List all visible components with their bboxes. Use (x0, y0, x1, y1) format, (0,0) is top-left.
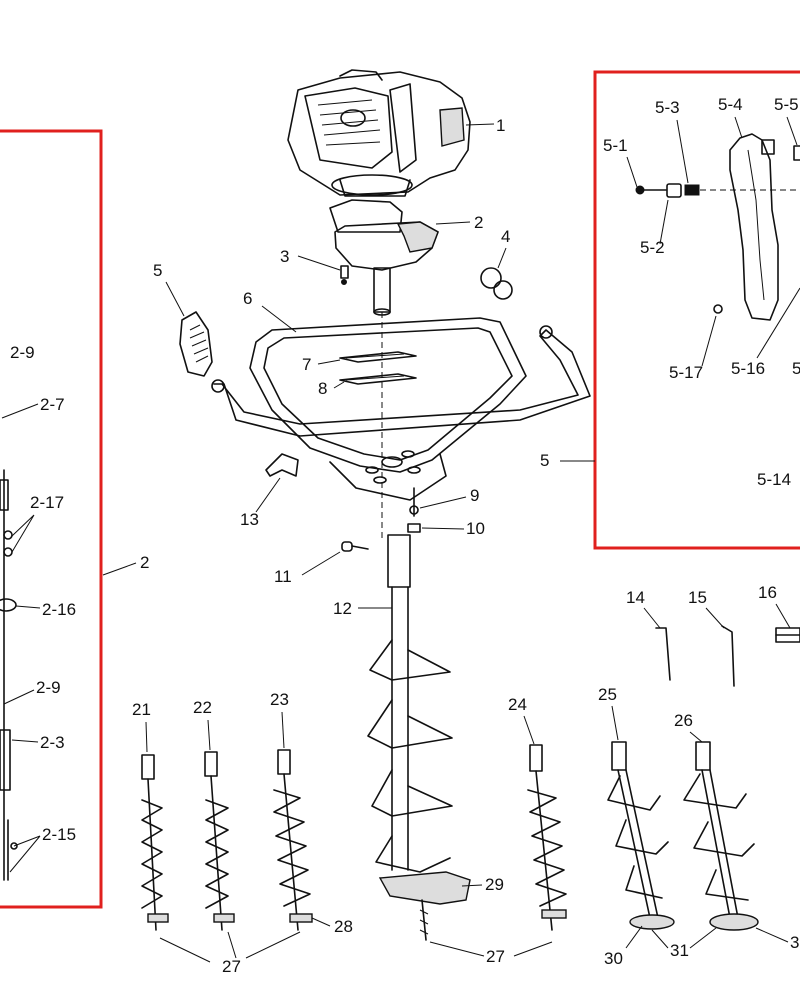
label-4: 4 (501, 227, 510, 246)
label-2-9-upper: 2-9 (10, 343, 35, 362)
label-2-7: 2-7 (40, 395, 65, 414)
engine-assembly (287, 69, 471, 197)
label-5: 5 (153, 261, 162, 280)
auger-12 (367, 534, 471, 941)
handle-grip-5 (179, 311, 213, 377)
label-24: 24 (508, 695, 527, 714)
handle-frame-6 (211, 312, 591, 540)
label-6: 6 (243, 289, 252, 308)
auger-25 (607, 741, 675, 930)
callout-box-2 (0, 129, 103, 909)
label-12: 12 (333, 599, 352, 618)
pin-15 (721, 625, 735, 687)
label-5-17: 5-17 (669, 363, 703, 382)
label-2-9-lower: 2-9 (36, 678, 61, 697)
label-31: 31 (670, 941, 689, 960)
label-26: 26 (674, 711, 693, 730)
label-5-partial: 5 (792, 359, 800, 378)
label-10: 10 (466, 519, 485, 538)
gearbox (329, 199, 439, 316)
label-11: 11 (274, 567, 292, 586)
label-28: 28 (334, 917, 353, 936)
label-21: 21 (132, 700, 151, 719)
label-2: 2 (474, 213, 483, 232)
label-1: 1 (496, 116, 505, 135)
label-27-center: 27 (486, 947, 505, 966)
drill-bit-22 (204, 751, 235, 931)
label-27-left: 27 (222, 957, 241, 976)
drill-bit-24 (527, 744, 567, 931)
label-2-16: 2-16 (42, 600, 76, 619)
screw-3 (340, 265, 349, 285)
label-23: 23 (270, 690, 289, 709)
label-7: 7 (302, 355, 311, 374)
subassembly-2-parts (0, 469, 18, 881)
label-16: 16 (758, 583, 777, 602)
label-31-partial: 3 (790, 933, 799, 952)
drill-bit-21 (141, 754, 169, 931)
label-2-15: 2-15 (42, 825, 76, 844)
label-29: 29 (485, 875, 504, 894)
label-9: 9 (470, 486, 479, 505)
label-box-5: 5 (540, 451, 549, 470)
pin-14 (655, 627, 671, 681)
label-5-4: 5-4 (718, 95, 743, 114)
callout-box-5 (593, 70, 800, 550)
label-2-3: 2-3 (40, 733, 65, 752)
label-3: 3 (280, 247, 289, 266)
drill-bit-23 (273, 749, 313, 931)
label-30: 30 (604, 949, 623, 968)
auger-26 (683, 741, 759, 931)
label-25: 25 (598, 685, 617, 704)
label-5-1: 5-1 (603, 136, 628, 155)
label-5-2: 5-2 (640, 238, 665, 257)
label-2-17: 2-17 (30, 493, 64, 512)
handle-grip-exploded (626, 116, 800, 367)
label-5-14: 5-14 (757, 470, 791, 489)
label-8: 8 (318, 379, 327, 398)
bolt-11 (341, 541, 369, 552)
clip-13 (265, 453, 299, 477)
nut-10 (407, 487, 421, 533)
fuel-cap-4 (480, 267, 513, 300)
label-5-3: 5-3 (655, 98, 680, 117)
label-5-16: 5-16 (731, 359, 765, 378)
plate-8 (339, 373, 417, 385)
label-13: 13 (240, 510, 259, 529)
label-5-5: 5-5 (774, 95, 799, 114)
plate-7 (339, 351, 417, 363)
label-14: 14 (626, 588, 645, 607)
label-box-2: 2 (140, 553, 149, 572)
label-15: 15 (688, 588, 707, 607)
adapter-16 (775, 627, 800, 643)
label-22: 22 (193, 698, 212, 717)
